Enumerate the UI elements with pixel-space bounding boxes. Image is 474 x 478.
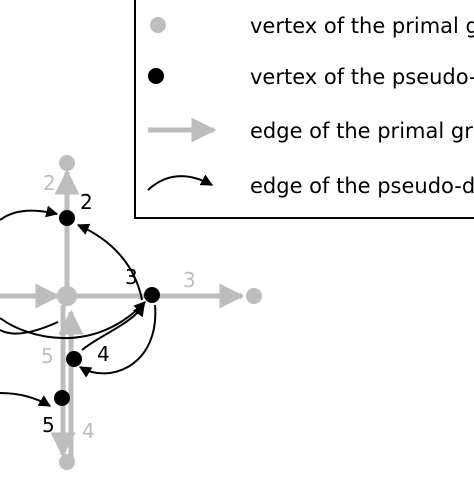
dual-edge-v4-to-v3	[81, 304, 145, 351]
primal-edge-label-right: 3	[183, 268, 196, 292]
dual-edge-v3-to-v4	[78, 304, 157, 378]
dual-vertex-v3	[144, 287, 160, 303]
dual-edge-v3-to-v2	[76, 223, 143, 301]
legend-label: edge of the primal graph	[250, 119, 474, 143]
legend-frame	[134, 0, 474, 219]
legend-label: vertex of the pseudo-dual graph	[250, 65, 474, 89]
primal-vertex-top	[59, 155, 75, 171]
dual-vertex-label-v2: 2	[80, 190, 93, 214]
dual-vertex-label-v4: 4	[97, 342, 110, 366]
primal-graph: 2 3 5 4	[0, 155, 262, 470]
dual-edge-left-to-v2	[0, 205, 59, 221]
dual-vertex-v4	[66, 351, 82, 367]
primal-edge-label-up: 2	[43, 171, 56, 195]
dual-vertex-symbol	[148, 68, 164, 84]
legend: vertex of the primal graph vertex of the…	[134, 0, 474, 219]
legend-item-primal-vertex: vertex of the primal graph	[150, 14, 474, 38]
dual-vertex-v5	[54, 390, 70, 406]
primal-vertex-bottom	[59, 454, 75, 470]
dual-edge-v2-to-v3	[0, 301, 146, 340]
dual-vertex-label-v5: 5	[42, 413, 55, 437]
legend-label: edge of the pseudo-dual graph	[250, 174, 474, 198]
primal-edge-label-down-left: 5	[41, 344, 54, 368]
legend-item-dual-vertex: vertex of the pseudo-dual graph	[148, 65, 474, 89]
legend-label: vertex of the primal graph	[250, 14, 474, 38]
primal-vertex-center	[57, 286, 77, 306]
dual-edge-left-to-v5	[0, 392, 52, 407]
legend-item-primal-edge: edge of the primal graph	[148, 117, 474, 143]
dual-edge-v2-loop-left	[0, 321, 59, 335]
dual-edge-symbol	[147, 174, 214, 191]
primal-vertex-symbol	[150, 17, 166, 33]
primal-vertex-right	[246, 288, 262, 304]
dual-vertex-label-v3: 3	[125, 265, 138, 289]
dual-vertex-v2	[59, 210, 75, 226]
primal-edge-label-down-right: 4	[82, 419, 95, 443]
pseudo-dual-graph: 2 3 4 5	[0, 190, 160, 437]
legend-item-dual-edge: edge of the pseudo-dual graph	[147, 174, 474, 198]
